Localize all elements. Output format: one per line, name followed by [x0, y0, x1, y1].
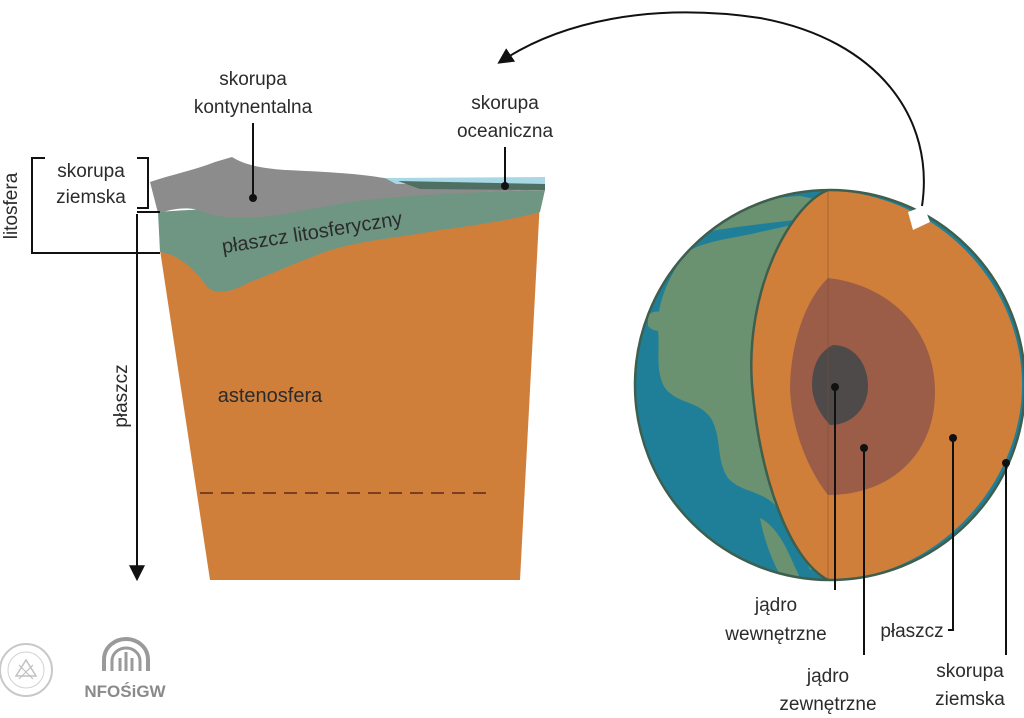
- asthenosphere-layer: [160, 198, 540, 580]
- institute-seal-icon: [0, 643, 53, 697]
- globe-land-south: [760, 518, 800, 578]
- continental-crust-dot: [249, 194, 257, 202]
- continental-crust-label-1: skorupa: [219, 69, 287, 90]
- continental-crust-layer: [150, 157, 545, 218]
- earth-crust-left-label-2: ziemska: [56, 187, 126, 208]
- nfosigw-logo-text: NFOŚiGW: [84, 682, 166, 701]
- logos: NFOŚiGW: [0, 636, 167, 701]
- globe-land-island: [648, 311, 670, 331]
- globe-notch: [908, 206, 930, 230]
- globe-outline: [633, 188, 1024, 582]
- earth-crust-left-label-1: skorupa: [57, 161, 125, 182]
- oceanic-crust-dot: [501, 182, 509, 190]
- asthenosphere-label: astenosfera: [218, 385, 323, 407]
- inner-core-label-1: jądro: [754, 595, 797, 616]
- zoom-arrow: [497, 11, 925, 207]
- cross-section: [150, 157, 545, 580]
- globe-cut-outline: [750, 188, 829, 582]
- mantle-leader: [948, 438, 954, 631]
- mantle-axis-label: płaszcz: [111, 364, 132, 427]
- globe: [633, 188, 1024, 582]
- continental-crust-label-2: kontynentalna: [194, 97, 313, 118]
- lithosphere-bracket: [31, 157, 160, 254]
- outer-core-label-2: zewnętrzne: [779, 694, 876, 715]
- earth-crust-right-label-1: skorupa: [936, 661, 1004, 682]
- left-axis-brackets: [31, 157, 160, 582]
- mantle-label: płaszcz: [880, 621, 943, 642]
- crust-bracket: [137, 157, 149, 209]
- nfosigw-logo-icon: [102, 636, 150, 671]
- inner-core-label-2: wewnętrzne: [724, 624, 826, 645]
- globe-land-north: [700, 196, 820, 232]
- globe-inner-core: [812, 345, 868, 425]
- oceanic-crust-label-2: oceaniczna: [457, 121, 554, 142]
- right-labels: jądro wewnętrzne jądro zewnętrzne płaszc…: [724, 383, 1010, 715]
- earth-crust-right-label-2: ziemska: [935, 689, 1005, 710]
- lithosphere-label: litosfera: [1, 172, 22, 239]
- outer-core-label-1: jądro: [806, 666, 849, 687]
- left-labels: skorupa kontynentalna skorupa oceaniczna…: [1, 69, 553, 428]
- oceanic-crust-label-1: skorupa: [471, 93, 539, 114]
